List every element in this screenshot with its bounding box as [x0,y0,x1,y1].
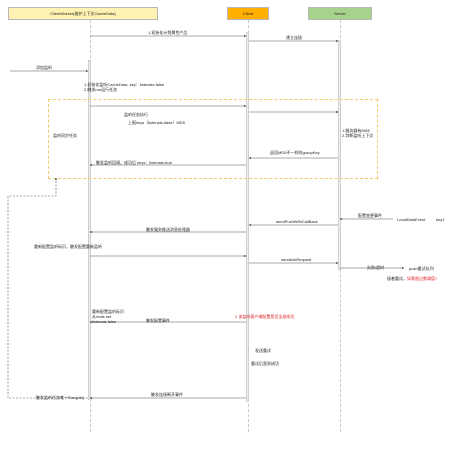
label-m21: 重新配置监听标识 从redis set listenais false [92,309,124,324]
label-m3: 添加监听 [36,65,52,70]
label-m10: 触发监听回调，成功后 keys：listenais-true [96,160,173,165]
activation-client-worker [88,60,91,400]
label-m8: 1.服务器有MD5 2.判断监听上下文 [342,128,374,138]
label-m27: 触发连接断开事件 [151,392,183,397]
label-m2: 建立连接 [286,35,302,40]
label-m17: sendAckRequest [281,257,312,262]
label-m16: 重新配置监听标识，触发配置重新监听 [34,244,102,249]
label-m1: 1.初始化计划属性产品 [148,30,188,35]
activation-client [246,32,249,402]
participant-client-worker: ClientWorker(维护上下文CacheData) [8,7,158,20]
label-m7: 监听同步任务 [53,133,77,138]
label-m25: 重试后直到成功 [251,361,279,366]
label-m4: 1.初始化监听CacheData, key：listenais-false 2.… [84,82,165,92]
participant-server: Server [308,7,372,20]
label-m26: 触发监听任务唯一Rongrofy [36,395,85,400]
label-m9: 返回MD5不一样的groupKey [270,150,320,155]
participant-client: Client [227,7,269,20]
arrow-retry-loop [7,177,88,399]
label-m18: 失败/超时 [367,265,385,270]
label-m5: 监听任务执行 [124,112,148,117]
label-m12: LocalDataEvent [397,217,426,222]
label-m20-prefix: 接着重试， [387,276,407,281]
monitor-sync-group [48,99,378,179]
label-m22: 0 该监听客户端配置是否全部成功 [235,314,295,319]
label-m20-warning: 如果超过数阈值? [407,276,438,281]
label-m19: push重试队列 [409,266,434,271]
activation-server [338,40,341,270]
label-m23: 触发配置事件 [146,318,170,323]
label-m6: 上报keys（listenais-false）MD5 [128,120,185,125]
label-m11: 配置变更事件 [358,213,382,218]
label-m14: sendPushWithCallBack [276,219,318,224]
label-m20: 接着重试，如果超过数阈值? [387,276,437,281]
label-m15: 触发服务推送消息处理器 [146,227,190,232]
label-m13: key1 [436,217,445,222]
label-m24: 发送重试 [255,348,271,353]
